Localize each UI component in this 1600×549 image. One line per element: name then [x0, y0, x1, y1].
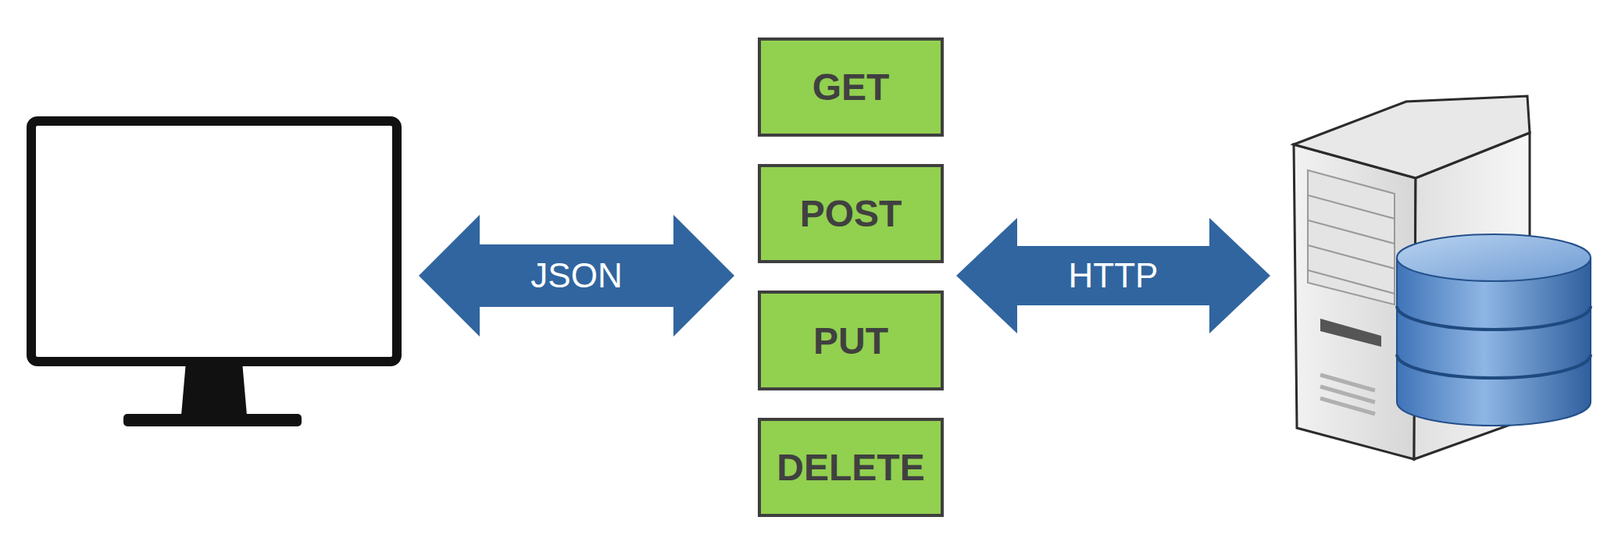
database-icon	[1396, 234, 1591, 426]
method-label: GET	[812, 65, 890, 109]
method-label: POST	[800, 192, 903, 236]
protocol-label: JSON	[530, 256, 622, 296]
method-box: GET	[757, 37, 944, 137]
method-box: PUT	[757, 290, 944, 391]
method-box: POST	[757, 164, 944, 264]
monitor-icon	[31, 121, 397, 427]
method-label: DELETE	[776, 446, 925, 490]
json-arrow	[418, 214, 735, 337]
method-label: PUT	[813, 319, 889, 363]
http-arrow	[956, 217, 1271, 334]
protocol-label: HTTP	[1068, 256, 1159, 296]
method-box: DELETE	[757, 417, 944, 518]
